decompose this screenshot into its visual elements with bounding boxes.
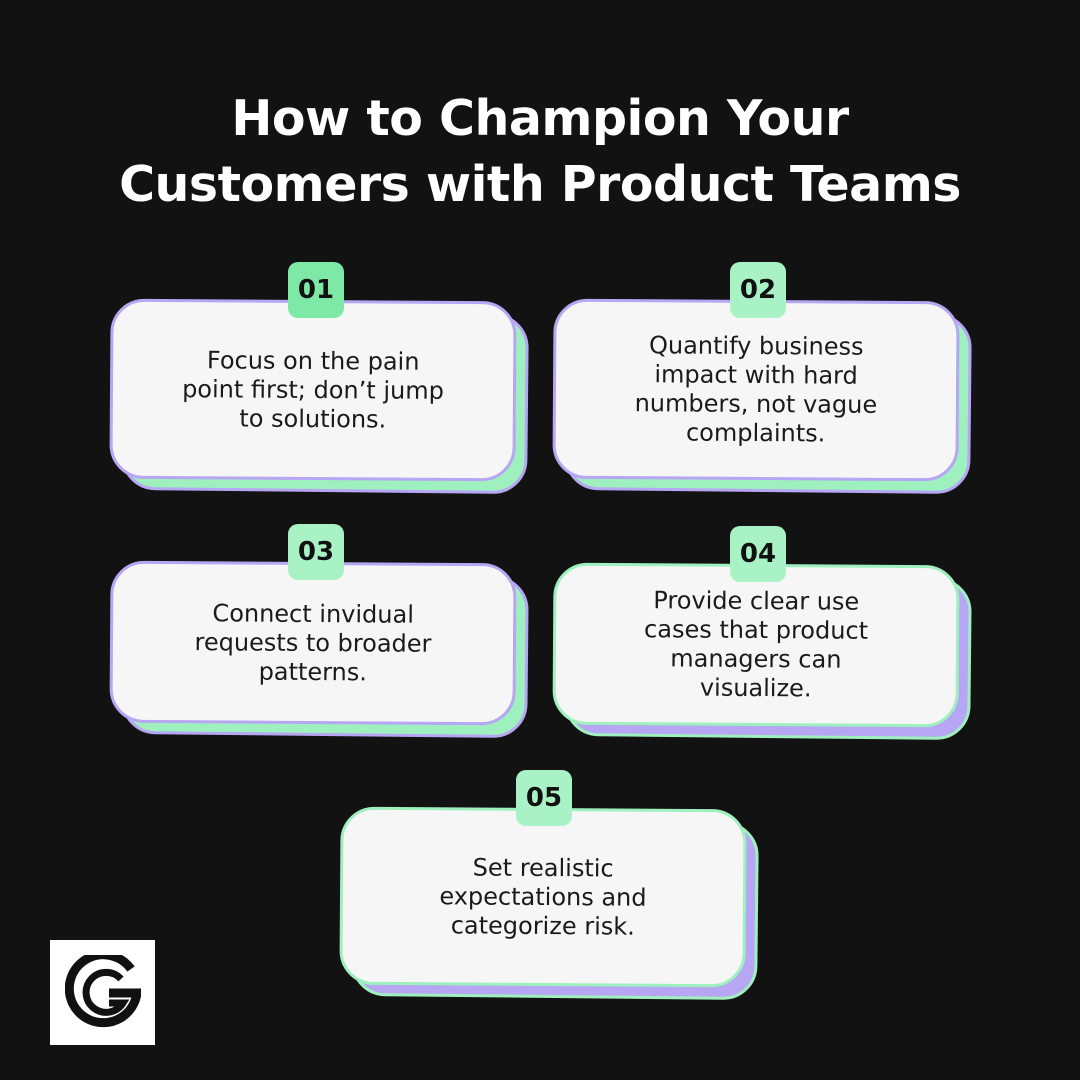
badge-03: 03 bbox=[288, 524, 344, 580]
title-line-1: How to Champion Your bbox=[231, 90, 849, 147]
card-body: Connect invidual requests to broader pat… bbox=[109, 560, 517, 726]
card-text: Provide clear use cases that product man… bbox=[644, 586, 869, 703]
card-text: Set realistic expectations and categoriz… bbox=[439, 853, 647, 941]
tip-card-02: Quantify business impact with hard numbe… bbox=[552, 298, 972, 495]
badge-02: 02 bbox=[730, 262, 786, 318]
brand-g-icon bbox=[64, 954, 141, 1027]
badge-05: 05 bbox=[516, 770, 572, 826]
card-body: Provide clear use cases that product man… bbox=[552, 562, 960, 728]
card-body: Set realistic expectations and categoriz… bbox=[339, 806, 747, 988]
brand-logo bbox=[50, 940, 155, 1045]
tip-card-01: Focus on the pain point first; don’t jum… bbox=[109, 298, 529, 495]
tip-card-04: Provide clear use cases that product man… bbox=[552, 562, 972, 741]
badge-01: 01 bbox=[288, 262, 344, 318]
title-line-2: Customers with Product Teams bbox=[119, 156, 961, 213]
tip-card-03: Connect invidual requests to broader pat… bbox=[109, 560, 529, 739]
card-text: Quantify business impact with hard numbe… bbox=[634, 331, 878, 448]
page-title: How to Champion Your Customers with Prod… bbox=[0, 86, 1080, 218]
card-text: Connect invidual requests to broader pat… bbox=[194, 598, 432, 686]
card-body: Quantify business impact with hard numbe… bbox=[552, 298, 960, 482]
card-body: Focus on the pain point first; don’t jum… bbox=[109, 298, 517, 482]
badge-04: 04 bbox=[730, 526, 786, 582]
tip-card-05: Set realistic expectations and categoriz… bbox=[339, 806, 759, 1001]
card-text: Focus on the pain point first; don’t jum… bbox=[182, 345, 444, 434]
